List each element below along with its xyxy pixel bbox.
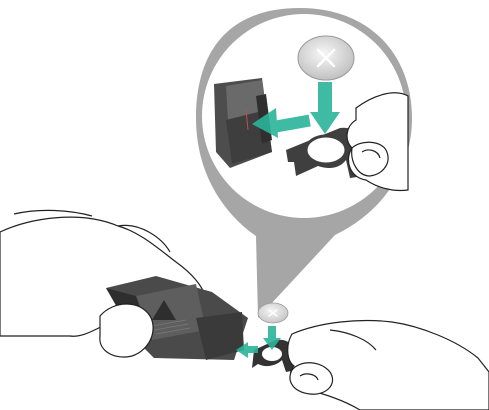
right-hand (288, 321, 489, 410)
coin-cell-battery-small-icon (258, 303, 288, 323)
zoomed-hand (347, 93, 408, 191)
coin-cell-battery-icon (298, 36, 354, 80)
